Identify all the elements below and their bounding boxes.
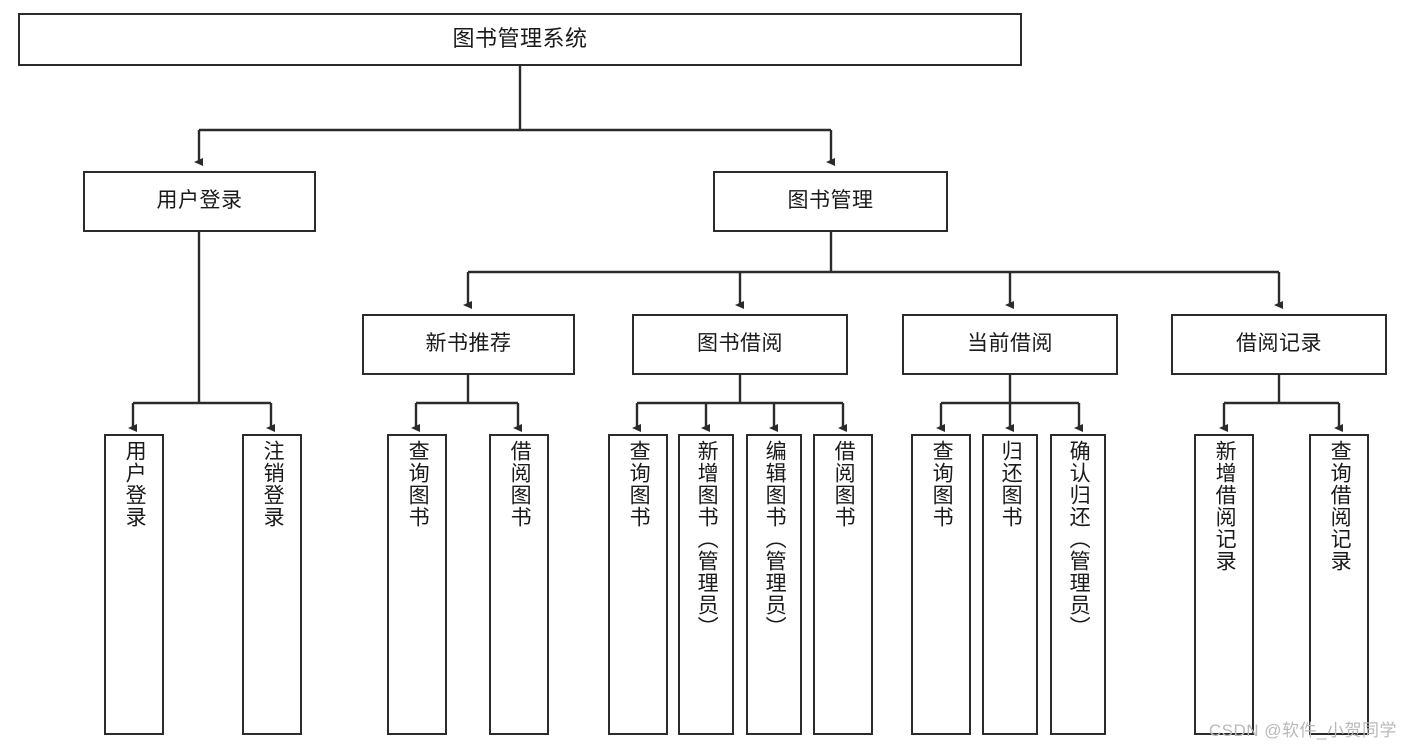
leaf-record-add-borrow-record[interactable]: 新增借阅记录 bbox=[1194, 434, 1254, 735]
node-label: 归还图书 bbox=[999, 440, 1023, 528]
watermark-text: CSDN @软件_小贺同学 bbox=[1208, 721, 1397, 740]
node-book-management[interactable]: 图书管理 bbox=[713, 171, 948, 232]
leaf-borrow-add-book-admin[interactable]: 新增图书（管理员） bbox=[678, 434, 734, 735]
node-new-book-recommendation[interactable]: 新书推荐 bbox=[362, 314, 575, 375]
leaf-borrow-query-books[interactable]: 查询图书 bbox=[608, 434, 668, 735]
node-label: 新书推荐 bbox=[425, 332, 512, 356]
leaf-borrow-borrow-books[interactable]: 借阅图书 bbox=[813, 434, 873, 735]
node-label: 确认归还（管理员） bbox=[1067, 440, 1091, 638]
node-label: 查询图书 bbox=[627, 440, 651, 528]
node-label: 当前借阅 bbox=[967, 332, 1053, 356]
leaf-current-confirm-return-admin[interactable]: 确认归还（管理员） bbox=[1050, 434, 1106, 735]
leaf-current-return-books[interactable]: 归还图书 bbox=[982, 434, 1038, 735]
node-label: 查询图书 bbox=[930, 440, 954, 528]
node-label: 图书管理系统 bbox=[452, 26, 588, 52]
leaf-current-query-books[interactable]: 查询图书 bbox=[911, 434, 971, 735]
node-label: 用户登录 bbox=[156, 189, 243, 213]
node-label: 新增借阅记录 bbox=[1213, 440, 1237, 572]
leaf-user-login[interactable]: 用户登录 bbox=[104, 434, 164, 735]
node-borrow-record[interactable]: 借阅记录 bbox=[1171, 314, 1387, 375]
node-label: 图书借阅 bbox=[697, 332, 783, 356]
leaf-new-book-borrow-books[interactable]: 借阅图书 bbox=[489, 434, 549, 735]
node-label: 借阅记录 bbox=[1236, 332, 1322, 356]
node-label: 借阅图书 bbox=[508, 440, 532, 528]
node-label: 注销登录 bbox=[261, 440, 285, 528]
node-book-borrow[interactable]: 图书借阅 bbox=[632, 314, 848, 375]
node-current-borrow[interactable]: 当前借阅 bbox=[902, 314, 1118, 375]
leaf-borrow-edit-book-admin[interactable]: 编辑图书（管理员） bbox=[746, 434, 802, 735]
node-label: 查询图书 bbox=[406, 440, 430, 528]
node-user-login[interactable]: 用户登录 bbox=[83, 171, 316, 232]
node-label: 借阅图书 bbox=[832, 440, 856, 528]
node-label: 新增图书（管理员） bbox=[695, 440, 719, 638]
node-label: 图书管理 bbox=[787, 189, 874, 213]
node-label: 编辑图书（管理员） bbox=[763, 440, 787, 638]
leaf-logout[interactable]: 注销登录 bbox=[242, 434, 302, 735]
leaf-record-query-borrow-record[interactable]: 查询借阅记录 bbox=[1309, 434, 1369, 735]
node-label: 用户登录 bbox=[123, 440, 147, 528]
leaf-new-book-query-books[interactable]: 查询图书 bbox=[387, 434, 447, 735]
node-root-book-management-system[interactable]: 图书管理系统 bbox=[18, 13, 1022, 66]
node-label: 查询借阅记录 bbox=[1328, 440, 1352, 572]
